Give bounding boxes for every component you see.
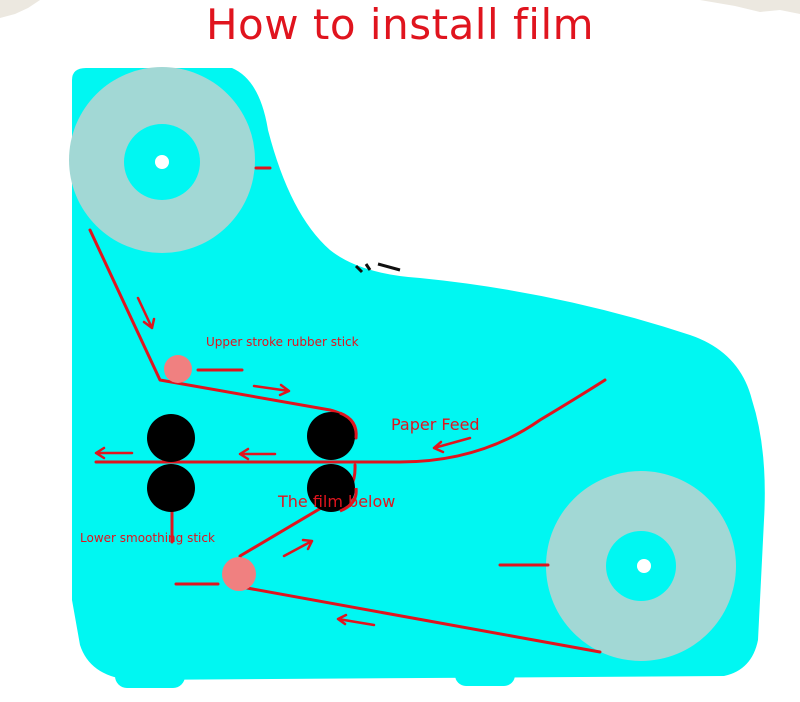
torn-paper-decoration (0, 0, 40, 18)
arrow-up-right (282, 538, 314, 558)
label-paper-feed: Paper Feed (391, 415, 480, 434)
upper-film-roll (69, 67, 255, 253)
label-upper-stroke-rubber-stick: Upper stroke rubber stick (206, 335, 359, 349)
torn-paper-decoration (700, 0, 800, 14)
arrow-left-bottom (336, 613, 376, 627)
arrow-down (136, 296, 156, 330)
right-roller-pair (307, 411, 358, 513)
lower-smoothing-stick (222, 557, 256, 591)
arrow-left (238, 447, 277, 461)
arrow-feed (432, 436, 472, 454)
body-text-fragment (354, 262, 401, 274)
lower-film-roll (546, 471, 736, 661)
label-lower-smoothing-stick: Lower smoothing stick (80, 531, 215, 545)
arrow-right (252, 383, 291, 397)
arrow-left (94, 446, 134, 460)
label-film-below: The film below (277, 492, 395, 511)
upper-stroke-rubber-stick (164, 355, 192, 383)
machine-foot-right (455, 664, 515, 686)
diagram-title: How to install film (205, 0, 595, 49)
direction-arrows (94, 296, 472, 627)
left-roller-pair (147, 414, 195, 512)
machine-foot-left (115, 664, 185, 688)
